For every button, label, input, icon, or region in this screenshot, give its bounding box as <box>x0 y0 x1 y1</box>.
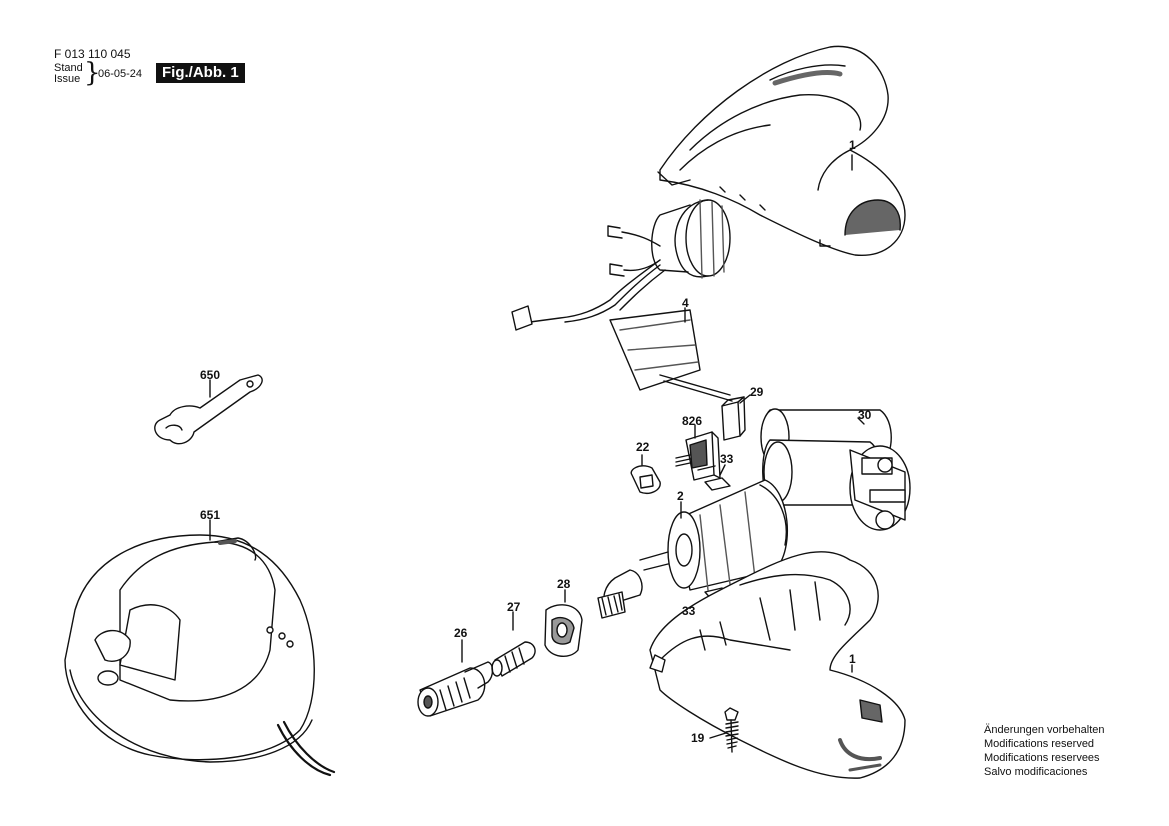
callout-650: 650 <box>200 368 221 382</box>
callout-2: 2 <box>677 489 684 503</box>
part-26-collet-nut <box>417 661 494 717</box>
part-19-screw <box>724 707 739 753</box>
battery-pack <box>760 408 911 531</box>
notice-line-en: Modifications reserved <box>984 738 1095 750</box>
callout-19: 19 <box>691 731 705 745</box>
part-27-collet <box>491 641 536 677</box>
figure-label: Fig./Abb. 1 <box>156 63 245 83</box>
housing-upper-half <box>657 45 906 256</box>
issue-label: Issue <box>54 73 81 85</box>
callout-28: 28 <box>557 577 571 591</box>
housing-lower-half <box>649 551 906 779</box>
leader-33a <box>719 464 726 476</box>
stand-label: Stand <box>54 62 83 74</box>
part-number: F 013 110 045 <box>54 47 131 61</box>
callout-27: 27 <box>507 600 521 614</box>
motor <box>597 479 788 619</box>
leader-30 <box>857 417 865 425</box>
callout-22: 22 <box>636 440 650 454</box>
issue-date: 06-05-24 <box>98 68 143 80</box>
callout-26: 26 <box>454 626 468 640</box>
notice-line-fr: Modifications reservees <box>984 752 1100 764</box>
callout-1-upper: 1 <box>849 138 856 152</box>
callout-29: 29 <box>750 385 764 399</box>
callout-33-upper: 33 <box>720 452 734 466</box>
callout-33-lower: 33 <box>682 604 696 618</box>
leader-19 <box>709 732 727 739</box>
part-33-pad-upper <box>704 477 731 491</box>
callout-651: 651 <box>200 508 221 522</box>
charging-base <box>64 534 336 777</box>
part-22-clip <box>630 465 661 494</box>
modifications-notice: Änderungen vorbehalten Modifications res… <box>984 723 1104 779</box>
brace-symbol: } <box>84 58 101 88</box>
callout-30: 30 <box>858 408 872 422</box>
part-29-block <box>721 396 746 441</box>
part-28-cap <box>544 604 583 657</box>
leader-29 <box>739 394 751 404</box>
notice-line-es: Salvo modificaciones <box>984 766 1088 778</box>
part-826-switch <box>675 431 721 481</box>
notice-line-de: Änderungen vorbehalten <box>984 724 1105 736</box>
callout-4: 4 <box>682 296 689 310</box>
callout-1-lower: 1 <box>849 652 856 666</box>
switch-wiring-assembly <box>511 199 733 402</box>
stand-issue-label: Stand Issue <box>54 63 83 85</box>
callout-826: 826 <box>682 414 703 428</box>
wrench <box>154 374 263 445</box>
